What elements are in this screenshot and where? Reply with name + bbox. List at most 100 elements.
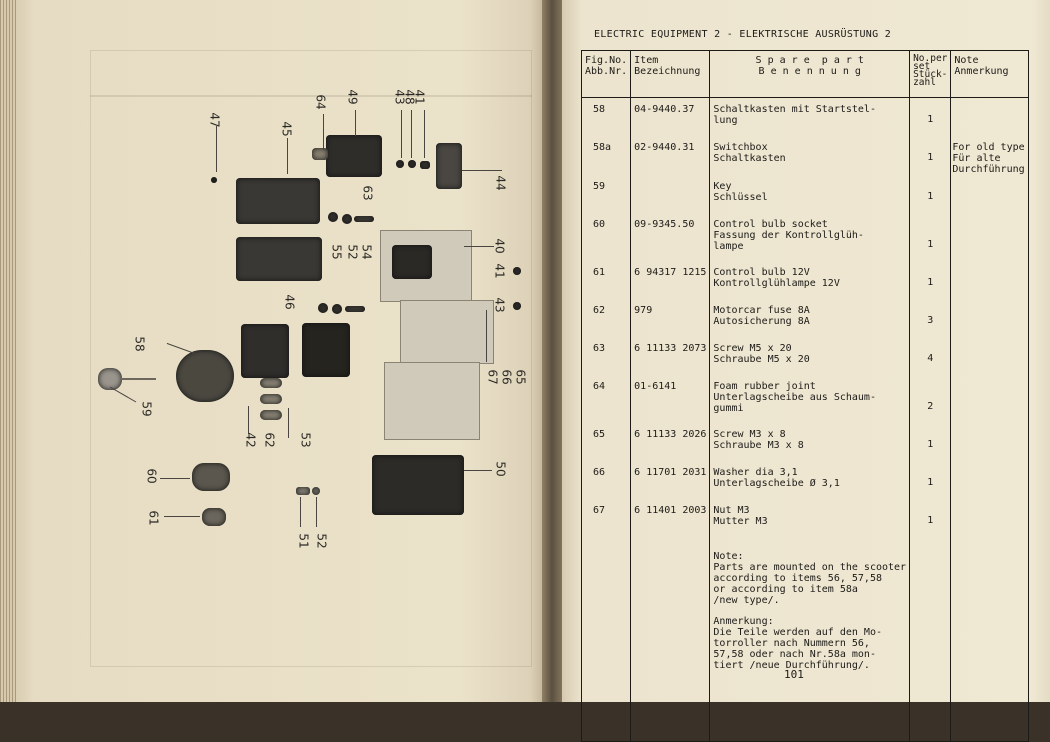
label-54: 54 bbox=[359, 244, 374, 260]
row-fig-no: 63 bbox=[593, 343, 606, 354]
label-53: 53 bbox=[298, 432, 313, 448]
row-part-name: Nut M3 Mutter M3 bbox=[713, 505, 768, 527]
part-41-nut-b bbox=[513, 267, 521, 275]
part-48-washer bbox=[408, 160, 416, 168]
label-43: 43 bbox=[392, 89, 407, 105]
washer-lower-b bbox=[332, 304, 342, 314]
row-part-name: Foam rubber joint Unterlagscheibe aus Sc… bbox=[713, 381, 876, 414]
page-title: ELECTRIC EQUIPMENT 2 - ELEKTRISCHE AUSRÜ… bbox=[594, 29, 892, 40]
part-40-module bbox=[392, 245, 432, 279]
label-49: 49 bbox=[345, 89, 360, 105]
part-62-fuse-b bbox=[260, 394, 282, 404]
row-quantity: 1 bbox=[927, 515, 934, 526]
part-62-fuse-c bbox=[260, 410, 282, 420]
table-row: 58 04-9440.37 Schaltkasten mit Startstel- … bbox=[580, 97, 1029, 136]
row-part-name: Schaltkasten mit Startstel- lung bbox=[713, 104, 876, 126]
leader-66 bbox=[486, 310, 487, 362]
part-43-screw-b bbox=[513, 302, 521, 310]
row-item-code: 6 11401 2003 bbox=[634, 505, 707, 516]
part-46-cover bbox=[236, 237, 322, 281]
label-43b: 43 bbox=[492, 297, 507, 313]
label-62: 62 bbox=[262, 432, 277, 448]
part-52-washer bbox=[342, 214, 352, 224]
leader-61 bbox=[164, 516, 200, 517]
footnote-german: Anmerkung: Die Teile werden auf den Mo- … bbox=[713, 616, 882, 671]
label-40: 40 bbox=[492, 238, 507, 254]
row-part-name: Control bulb 12V Kontrollglühlampe 12V bbox=[713, 267, 840, 289]
row-item-code: 6 11133 2026 bbox=[634, 429, 707, 440]
label-64: 64 bbox=[313, 94, 328, 110]
label-47: 47 bbox=[207, 112, 222, 128]
leader-52b bbox=[316, 497, 317, 527]
footnote-cell: Note: Parts are mounted on the scooter a… bbox=[709, 537, 911, 742]
row-fig-no: 58 bbox=[593, 104, 606, 115]
label-60: 60 bbox=[144, 468, 159, 484]
part-52-washer-b bbox=[312, 487, 320, 495]
label-45: 45 bbox=[279, 121, 294, 137]
plate-lower bbox=[384, 362, 480, 440]
part-49-switch bbox=[326, 135, 382, 177]
row-item-code: 04-9440.37 bbox=[634, 104, 695, 115]
footnote-english: Note: Parts are mounted on the scooter a… bbox=[713, 551, 907, 606]
book-gutter bbox=[542, 0, 564, 702]
label-59: 59 bbox=[139, 401, 154, 417]
left-page-diagram: 41 48 43 49 64 47 45 44 63 54 52 55 40 4… bbox=[0, 0, 548, 702]
label-63: 63 bbox=[360, 185, 375, 201]
row-fig-no: 60 bbox=[593, 219, 606, 230]
part-41-nut bbox=[396, 160, 404, 168]
part-51-screw bbox=[296, 487, 310, 495]
leader-64 bbox=[323, 114, 324, 150]
page-number: 101 bbox=[784, 668, 804, 681]
part-60-socket bbox=[192, 463, 230, 491]
part-61-bulb bbox=[202, 508, 226, 526]
part-62-fuse-a bbox=[260, 378, 282, 388]
row-fig-no: 67 bbox=[593, 505, 606, 516]
part-64-knob bbox=[312, 148, 328, 160]
row-part-name: Switchbox Schaltkasten bbox=[713, 142, 786, 164]
row-fig-no: 64 bbox=[593, 381, 606, 392]
leader-44 bbox=[462, 170, 502, 171]
label-55: 55 bbox=[329, 244, 344, 260]
part-58-switchbox bbox=[176, 350, 234, 402]
table-header-row: Fig.No. Abb.Nr. Item Bezeichnung S p a r… bbox=[580, 50, 1029, 98]
part-53-block-b bbox=[302, 323, 350, 377]
col-fig-no: Fig.No. Abb.Nr. bbox=[580, 50, 632, 98]
row-quantity: 1 bbox=[927, 152, 934, 163]
row-quantity: 1 bbox=[927, 477, 934, 488]
col-item: Item Bezeichnung bbox=[630, 50, 711, 98]
leader-50 bbox=[464, 470, 492, 471]
leader-43 bbox=[424, 110, 425, 158]
col-no-per-set: No.per set Stück- zahl bbox=[909, 50, 952, 98]
row-part-name: Control bulb socket Fassung der Kontroll… bbox=[713, 219, 864, 252]
label-42: 42 bbox=[243, 432, 258, 448]
row-quantity: 4 bbox=[927, 353, 934, 364]
row-quantity: 1 bbox=[927, 114, 934, 125]
row-item-code: 979 bbox=[634, 305, 653, 316]
leader-40 bbox=[464, 246, 494, 247]
part-43-screw bbox=[420, 161, 430, 169]
screw-lower bbox=[345, 306, 365, 312]
row-quantity: 1 bbox=[927, 439, 934, 450]
label-52: 52 bbox=[345, 244, 360, 260]
label-58: 58 bbox=[132, 336, 147, 352]
row-fig-no: 59 bbox=[593, 181, 606, 192]
row-item-code: 01-6141 bbox=[634, 381, 677, 392]
row-quantity: 2 bbox=[927, 401, 934, 412]
row-part-name: Motorcar fuse 8A Autosicherung 8A bbox=[713, 305, 810, 327]
label-65: 65 bbox=[513, 369, 528, 385]
row-quantity: 1 bbox=[927, 191, 934, 202]
row-part-name: Screw M3 x 8 Schraube M3 x 8 bbox=[713, 429, 804, 451]
col-note: Note Anmerkung bbox=[950, 50, 1029, 98]
leader-48 bbox=[411, 110, 412, 158]
label-50: 50 bbox=[493, 461, 508, 477]
row-item-code: 6 94317 1215 bbox=[634, 267, 707, 278]
label-41b: 41 bbox=[492, 263, 507, 279]
label-46: 46 bbox=[282, 294, 297, 310]
row-fig-no: 66 bbox=[593, 467, 606, 478]
